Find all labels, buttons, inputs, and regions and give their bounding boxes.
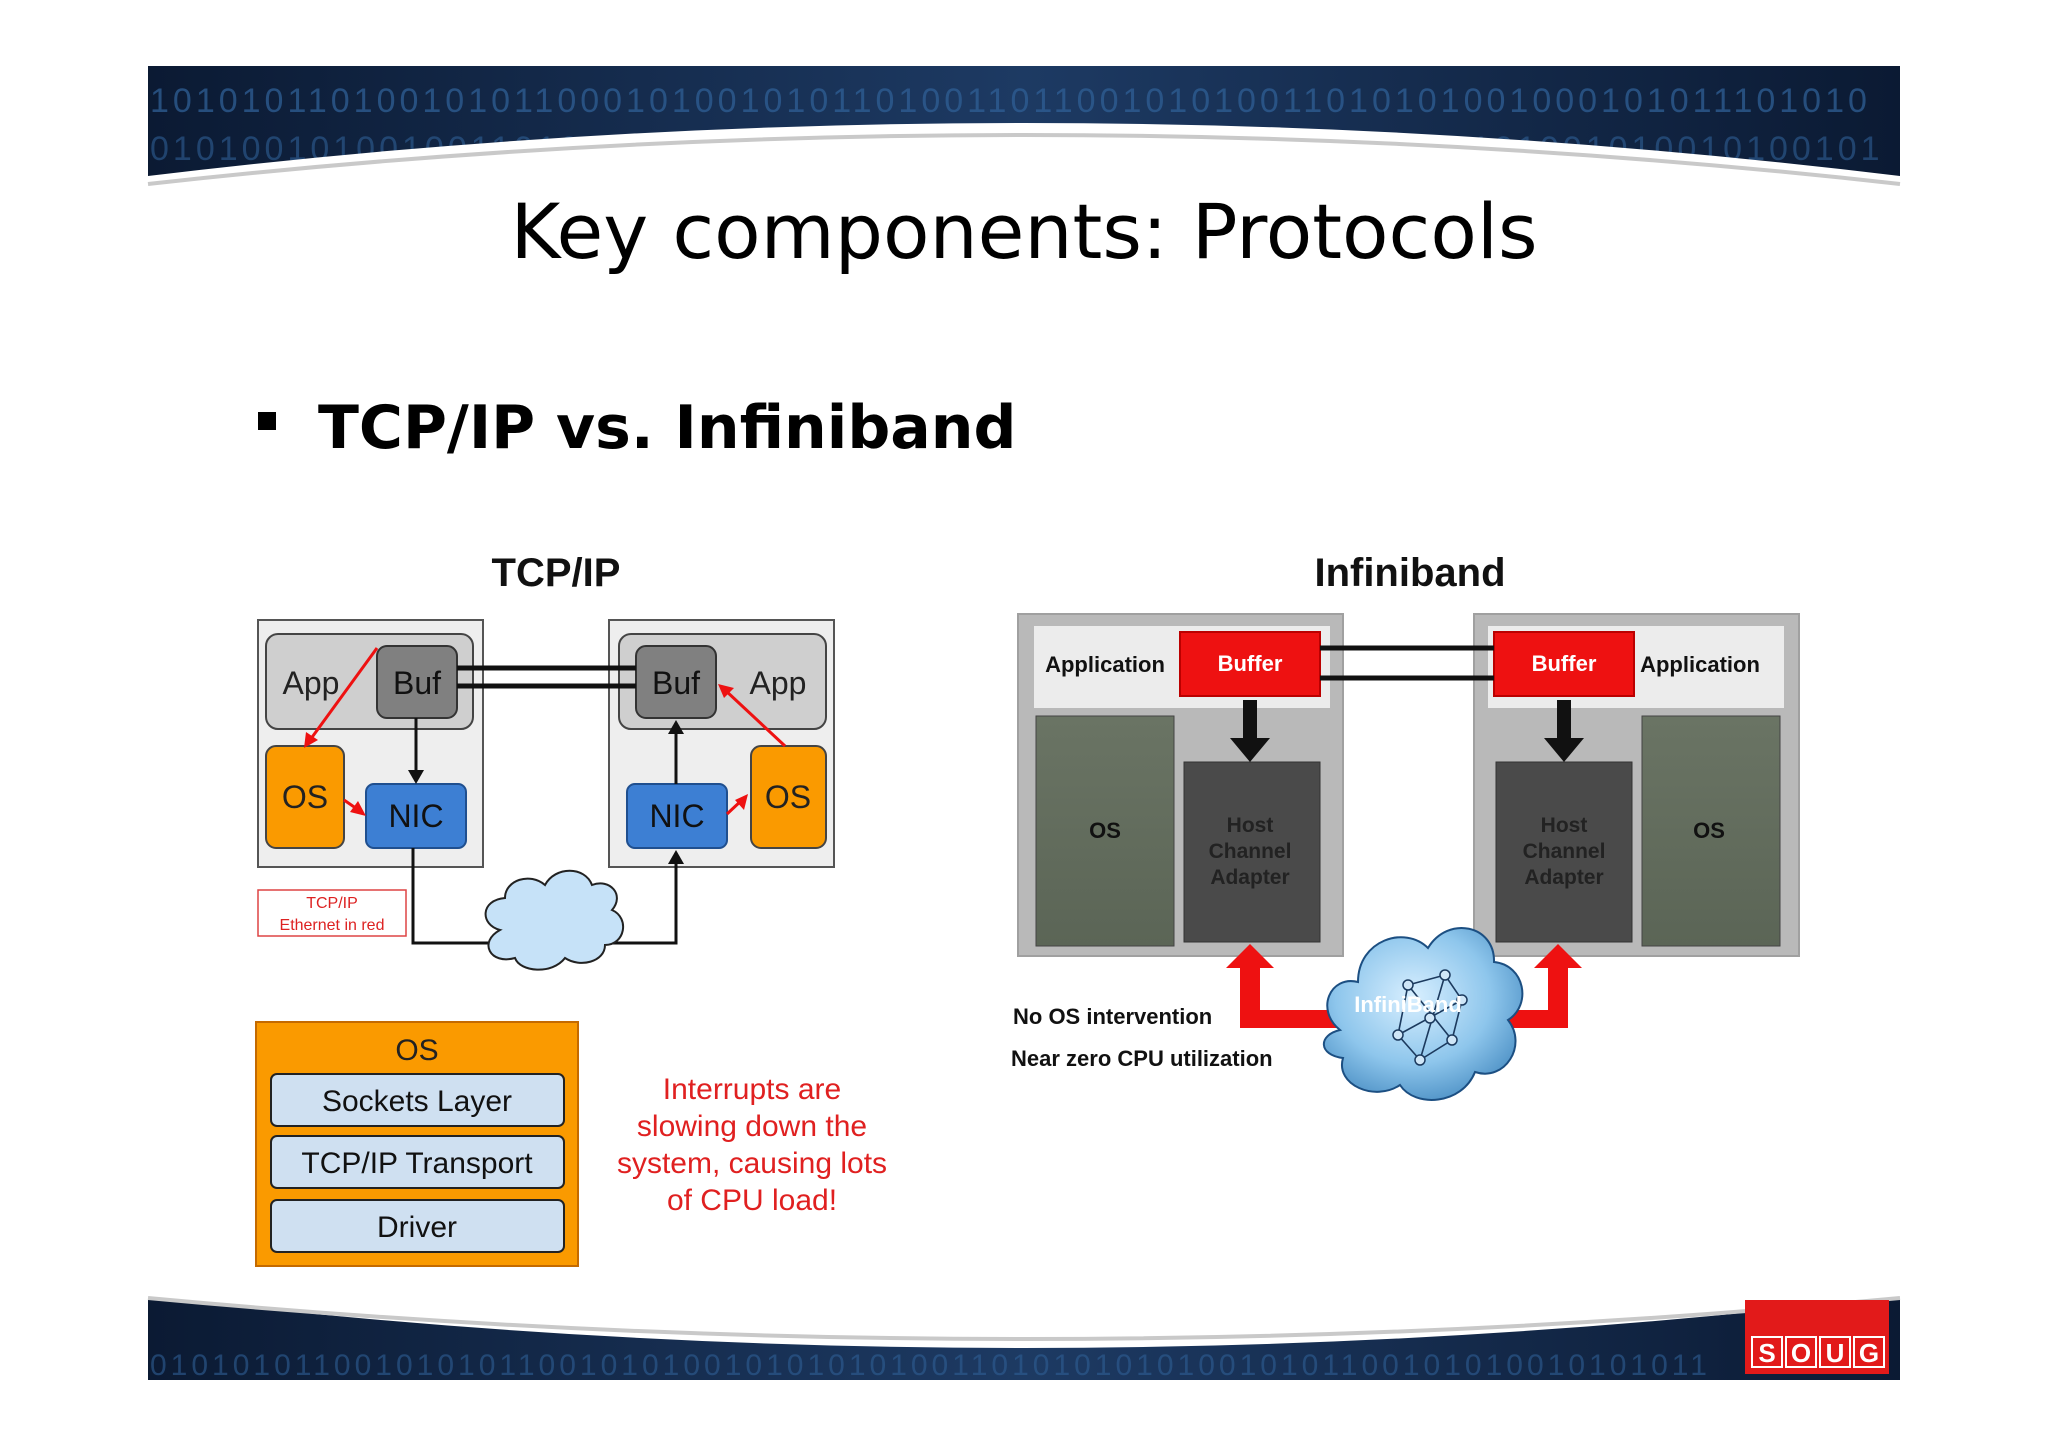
ib-host-right: Buffer Application OS Host Channel Adapt… — [1473, 613, 1800, 957]
ib-right-hca-line-1: Host — [1541, 814, 1588, 837]
logo-letter-s: S — [1758, 1338, 1775, 1368]
legend-line-1: TCP/IP — [306, 895, 358, 912]
ib-right-buffer-label: Buffer — [1532, 651, 1597, 676]
logo-letter-o: O — [1791, 1338, 1811, 1368]
bullet-text: TCP/IP vs. Infiniband — [318, 393, 1016, 463]
ib-note-2: Near zero CPU utilization — [1011, 1046, 1273, 1071]
os-stack-transport-layer: TCP/IP Transport — [301, 1147, 533, 1180]
tcpip-left-buf-label: Buf — [393, 665, 441, 701]
ib-right-application-label: Application — [1640, 652, 1760, 677]
tcpip-right-nic-label: NIC — [649, 798, 704, 834]
os-stack: OS Sockets Layer TCP/IP Transport Driver — [255, 1021, 579, 1267]
ib-left-application-label: Application — [1045, 652, 1165, 677]
tcpip-network-path — [411, 848, 684, 945]
banner-digits-bottom: 0101010110010101011001010100101010101001… — [150, 1349, 1711, 1382]
note-line-3: system, causing lots — [617, 1147, 887, 1180]
tcpip-host-left: App Buf OS NIC — [257, 619, 484, 868]
ib-left-os-label: OS — [1089, 818, 1121, 843]
tcpip-right-buf-label: Buf — [652, 665, 700, 701]
bottom-banner: 0101010110010101011001010100101010101001… — [147, 1296, 1901, 1382]
tcpip-right-os-label: OS — [765, 779, 811, 815]
tcpip-left-os-label: OS — [282, 779, 328, 815]
tcpip-right-app-label: App — [750, 665, 807, 701]
note-line-4: of CPU load! — [667, 1184, 837, 1217]
os-stack-driver-layer: Driver — [377, 1211, 457, 1244]
logo-letter-g: G — [1859, 1338, 1879, 1368]
ib-left-hca-line-1: Host — [1227, 814, 1274, 837]
legend-line-2: Ethernet in red — [280, 917, 385, 934]
infiniband-cloud-icon: InfiniBand — [1322, 926, 1524, 1101]
soug-logo: S O U G — [1745, 1300, 1889, 1374]
tcpip-legend: TCP/IP Ethernet in red — [257, 889, 407, 937]
banner-digits-top: 1010101101001010110001010010101101001101… — [150, 82, 1871, 120]
tcpip-host-right: Buf App OS NIC — [608, 619, 835, 868]
infiniband-cloud-label: InfiniBand — [1354, 992, 1462, 1017]
ib-buffer-link — [1320, 645, 1494, 681]
ib-right-hca-line-3: Adapter — [1524, 866, 1603, 889]
ib-left-hca-line-2: Channel — [1209, 840, 1292, 863]
ib-note-1: No OS intervention — [1013, 1004, 1212, 1029]
bullet-marker — [258, 412, 276, 430]
slide-title: Key components: Protocols — [510, 187, 1537, 276]
tcpip-left-nic-label: NIC — [388, 798, 443, 834]
ib-left-buffer-label: Buffer — [1218, 651, 1283, 676]
os-stack-title: OS — [395, 1034, 438, 1067]
ib-host-left: Application Buffer OS Host Channel Adapt… — [1017, 613, 1344, 957]
network-cloud-icon — [484, 869, 625, 971]
note-line-2: slowing down the — [637, 1110, 867, 1143]
ib-left-hca-line-3: Adapter — [1210, 866, 1289, 889]
infiniband-heading: Infiniband — [1314, 551, 1505, 595]
top-banner: 1010101101001010110001010010101101001101… — [147, 66, 1901, 198]
ib-right-os-label: OS — [1693, 818, 1725, 843]
os-stack-sockets-layer: Sockets Layer — [322, 1085, 512, 1118]
tcpip-heading: TCP/IP — [492, 551, 621, 595]
tcpip-left-app-label: App — [283, 665, 340, 701]
ib-right-hca-line-2: Channel — [1523, 840, 1606, 863]
interrupts-note: Interrupts are slowing down the system, … — [617, 1073, 887, 1217]
logo-letter-u: U — [1826, 1338, 1845, 1368]
tcpip-buffer-link — [457, 665, 636, 689]
note-line-1: Interrupts are — [663, 1073, 841, 1106]
